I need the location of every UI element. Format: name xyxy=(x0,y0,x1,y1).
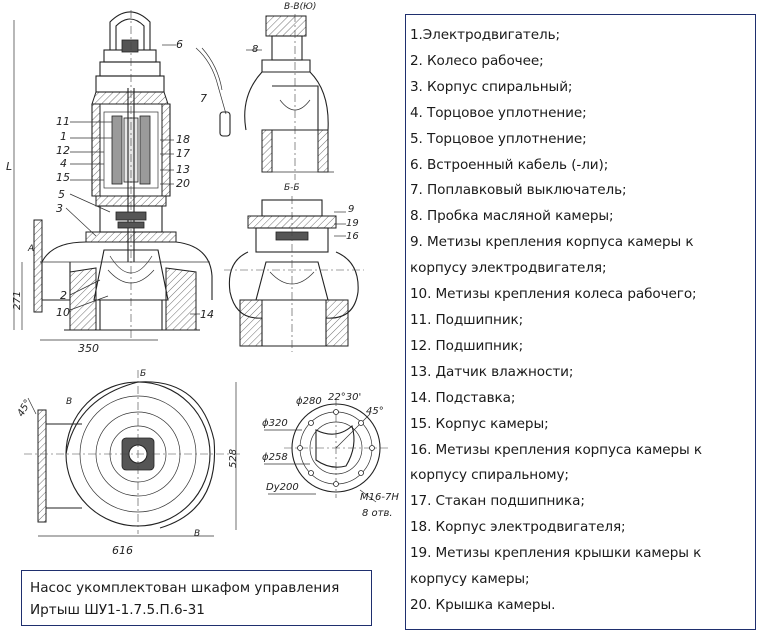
angle-45: 45° xyxy=(16,398,34,419)
angle-45-flange: 45° xyxy=(366,406,384,417)
callout-9: 9 xyxy=(348,204,354,215)
parts-list-item: 19. Метизы крепления крышки камеры к xyxy=(410,545,702,562)
callout-6: 6 xyxy=(176,38,183,51)
section-bb-title: Б-Б xyxy=(284,183,300,193)
parts-list-item: 14. Подставка; xyxy=(410,389,516,406)
plan-mark-V-left: В xyxy=(66,397,72,407)
parts-list-item: 11. Подшипник; xyxy=(410,311,524,328)
parts-list-item: 20. Крышка камеры. xyxy=(410,596,556,613)
diameter-320: ϕ320 xyxy=(262,418,288,429)
section-bv-title: В-В(Ю) xyxy=(284,2,316,12)
dimension-528: 528 xyxy=(228,449,239,468)
parts-list-item: 7. Поплавковый выключатель; xyxy=(410,182,627,199)
parts-list-panel: 1.Электродвигатель; 2. Колесо рабочее; 3. … xyxy=(405,14,756,630)
callout-1: 1 xyxy=(60,130,67,143)
flange-view: ϕ280 22°30' 45° ϕ320 ϕ258 Dy200 М16-7Н 8… xyxy=(262,392,399,519)
plan-mark-B-top: Б xyxy=(140,369,146,379)
section-mark-A: А xyxy=(27,244,34,254)
callout-11: 11 xyxy=(56,115,70,128)
parts-list-item: корпусу электродвигателя; xyxy=(410,260,607,277)
parts-list-item: 5. Торцовое уплотнение; xyxy=(410,130,587,147)
section-bb-view: Б-Б 9 19 16 xyxy=(224,183,364,352)
plan-mark-V-bottom: В xyxy=(194,529,200,539)
parts-list-item: 12. Подшипник; xyxy=(410,337,524,354)
parts-list-item: 9. Метизы крепления корпуса камеры к xyxy=(410,234,694,251)
dimension-616: 616 xyxy=(112,544,133,557)
bolts-label: М16-7Н xyxy=(360,492,399,503)
main-section-view xyxy=(13,10,213,341)
parts-list-item: 1.Электродвигатель; xyxy=(410,27,560,43)
section-bv-view: В-В(Ю) 8 xyxy=(244,2,334,180)
callout-18: 18 xyxy=(176,133,190,146)
parts-list-item: 10. Метизы крепления колеса рабочего; xyxy=(410,286,697,303)
callout-4: 4 xyxy=(60,157,67,170)
parts-list-item: корпусу спиральному; xyxy=(410,467,569,484)
parts-list-item: 17. Стакан подшипника; xyxy=(410,493,585,510)
note-box: Насос укомплектован шкафом управления Ир… xyxy=(21,570,372,626)
callout-17: 17 xyxy=(176,147,190,160)
float-switch-drawing: 7 xyxy=(195,47,231,137)
dimension-L: L xyxy=(6,160,12,173)
callout-16: 16 xyxy=(346,231,359,242)
callout-8: 8 xyxy=(252,44,258,55)
holes-label: 8 отв. xyxy=(362,508,393,519)
callout-2: 2 xyxy=(60,289,67,302)
diameter-258: ϕ258 xyxy=(262,452,288,463)
technical-drawing: 6 11 1 12 4 15 5 3 18 17 13 20 2 10 14 L… xyxy=(6,2,399,557)
diameter-280: ϕ280 xyxy=(296,396,322,407)
callout-5: 5 xyxy=(58,188,65,201)
callout-7: 7 xyxy=(200,92,207,105)
parts-list-item: 18. Корпус электродвигателя; xyxy=(410,519,626,536)
note-line-1: Насос укомплектован шкафом управления xyxy=(30,580,340,596)
callout-12: 12 xyxy=(56,144,70,157)
callout-15: 15 xyxy=(56,171,70,184)
callout-19: 19 xyxy=(346,218,359,229)
main-view-labels: 6 11 1 12 4 15 5 3 18 17 13 20 2 10 14 L… xyxy=(6,38,214,355)
parts-list-item: 13. Датчик влажности; xyxy=(410,363,574,380)
callout-14: 14 xyxy=(200,308,214,321)
dimension-350: 350 xyxy=(78,342,99,355)
plan-view: 528 616 45° Б В В xyxy=(16,369,240,557)
callout-10: 10 xyxy=(56,306,70,319)
parts-list-item: 6. Встроенный кабель (-ли); xyxy=(410,156,609,173)
callout-20: 20 xyxy=(176,177,190,190)
parts-list-item: 15. Корпус камеры; xyxy=(410,415,549,432)
parts-list: 1.Электродвигатель; 2. Колесо рабочее; 3. … xyxy=(410,23,751,619)
parts-list-item: корпусу камеры; xyxy=(410,571,530,588)
parts-list-item: 2. Колесо рабочее; xyxy=(410,52,544,69)
dy200-label: Dy200 xyxy=(266,482,299,493)
angle-22-30: 22°30' xyxy=(328,392,361,403)
parts-list-item: 4. Торцовое уплотнение; xyxy=(410,104,587,121)
parts-list-item: 8. Пробка масляной камеры; xyxy=(410,208,614,225)
parts-list-item: 16. Метизы крепления корпуса камеры к xyxy=(410,441,702,458)
note-line-2: Иртыш ШУ1-1.7.5.П.6-31 xyxy=(30,602,205,618)
callout-13: 13 xyxy=(176,163,190,176)
parts-list-item: 3. Корпус спиральный; xyxy=(410,78,573,95)
callout-3: 3 xyxy=(56,202,63,215)
dimension-271: 271 xyxy=(12,291,23,310)
